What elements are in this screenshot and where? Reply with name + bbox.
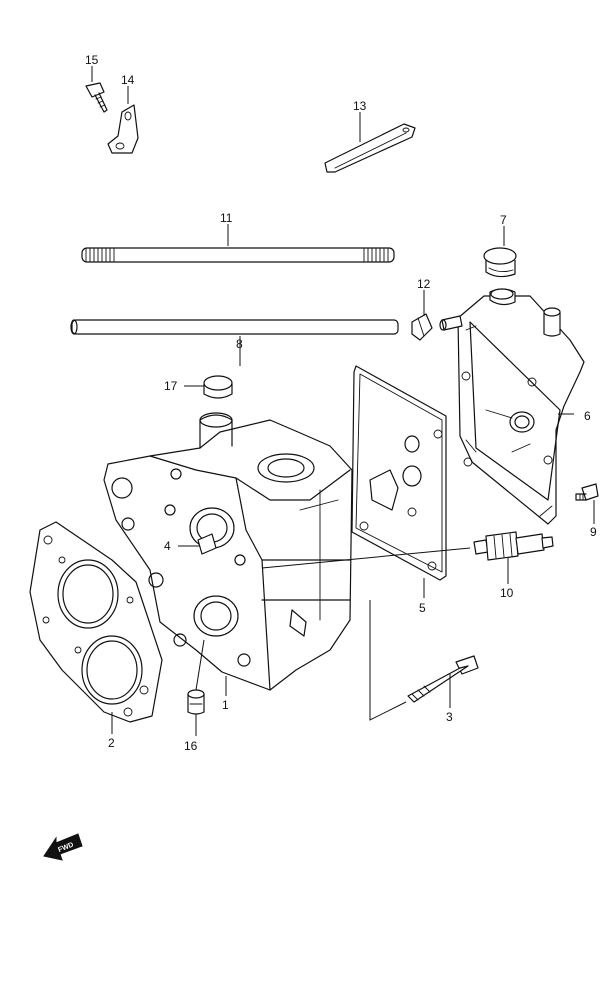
callout-1: 1 [222,698,229,712]
part-11-stud [81,247,395,263]
callout-13: 13 [353,99,367,113]
part-6-head-cover [439,288,585,525]
callout-10: 10 [500,586,514,600]
callout-3: 3 [446,710,453,724]
part-12-plug [411,313,433,341]
callout-11: 11 [220,211,233,225]
part-3-bolt [407,655,479,703]
fwd-arrow-icon: FWD [43,833,83,861]
callout-6: 6 [584,409,591,423]
callout-15: 15 [85,53,99,67]
part-2-head-gasket [29,521,163,723]
callout-labels: 15 14 13 11 7 12 8 17 6 4 9 10 5 1 3 2 1… [85,53,597,753]
part-17-cap [203,375,233,399]
callout-5: 5 [419,601,426,615]
callout-2: 2 [108,736,115,750]
callout-14: 14 [121,73,135,87]
callout-12: 12 [417,277,431,291]
part-8-rod [70,319,399,335]
part-10-spark-plug [473,531,554,561]
callout-4: 4 [164,539,171,553]
callout-16: 16 [184,739,198,753]
part-1-cylinder-head [103,412,353,691]
callout-9: 9 [590,525,597,539]
bracket-line [369,600,407,721]
callout-17: 17 [164,379,178,393]
part-16-dowel [187,689,205,715]
part-15-bolt [85,82,108,113]
part-5-gasket [351,365,447,581]
part-14-bracket [107,104,139,154]
part-13-clip [324,123,416,173]
leader-lines [91,66,595,736]
callout-8: 8 [236,337,243,351]
part-7-cap [483,247,517,278]
callout-7: 7 [500,213,507,227]
part-9-bolt [575,483,599,501]
